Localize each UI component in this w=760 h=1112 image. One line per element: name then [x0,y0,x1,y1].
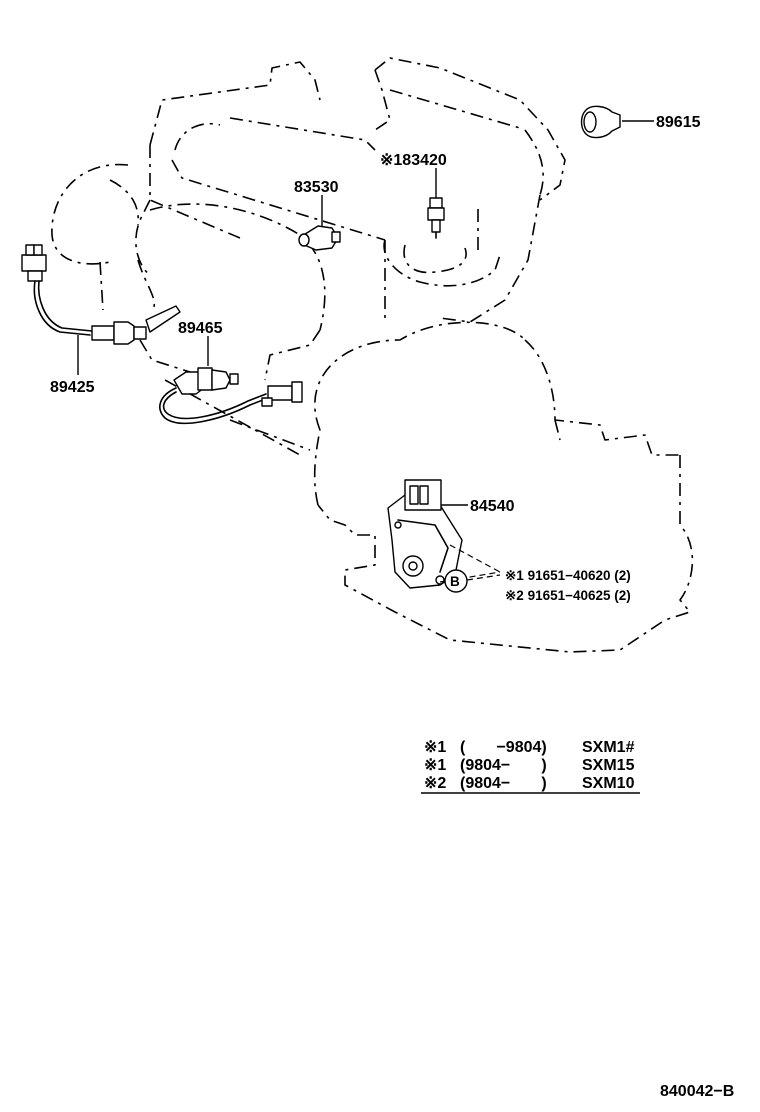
reference-b: B [444,569,501,593]
legend-row-3-code: SXM10 [582,775,635,792]
sensor-89425 [21,244,181,375]
legend-row-3-range: (9804− ) [460,775,547,792]
label-183420: ※183420 [380,152,447,169]
legend-row-1-code: SXM1# [582,739,635,756]
applicability-legend: ※1 ( −9804) SXM1# ※1 (9804− ) SXM15 ※2 (… [421,739,640,794]
ref-b-letter: B [450,574,460,589]
engine-outline [51,57,694,653]
legend-row-1-mark: ※1 [424,739,446,756]
sensor-89465 [159,336,303,425]
label-bolt-1: ※1 91651−40620 (2) [505,568,631,583]
legend-row-2-mark: ※1 [424,757,446,774]
label-89465: 89465 [178,320,223,337]
label-83530: 83530 [294,179,339,196]
label-bolt-2: ※2 91651−40625 (2) [505,588,631,603]
sensor-183420 [427,168,445,239]
legend-row-2-code: SXM15 [582,757,635,774]
label-89425: 89425 [50,379,95,396]
legend-row-2-range: (9804− ) [460,757,547,774]
switch-84540 [387,479,501,589]
legend-row-3-mark: ※2 [424,775,446,792]
label-89615: 89615 [656,114,701,131]
sensor-89615 [580,105,654,139]
switch-83530 [298,195,341,251]
diagram-id: 840042−B [660,1083,734,1100]
label-84540: 84540 [470,498,515,515]
legend-row-1-range: ( −9804) [460,739,547,756]
